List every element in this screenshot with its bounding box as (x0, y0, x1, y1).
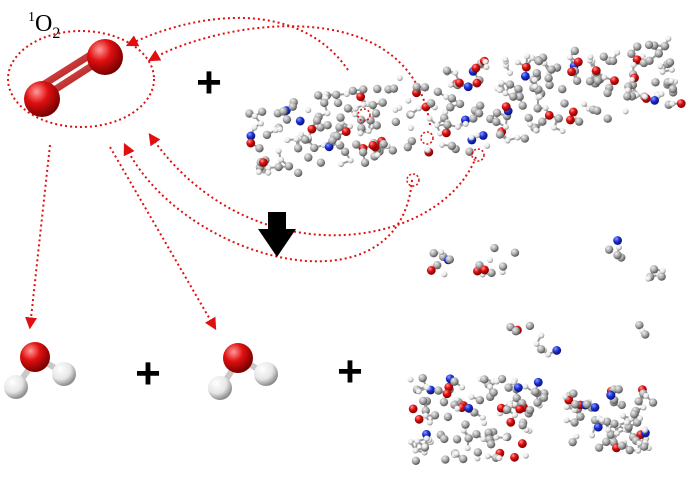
plus-sign-2: + (135, 349, 161, 398)
highlight-site-2 (420, 131, 434, 145)
fragment-cluster-icon (407, 236, 666, 466)
singlet-oxygen-molecule-icon (24, 39, 123, 117)
label-subscript: 2 (52, 25, 60, 42)
highlight-site-4 (406, 173, 420, 187)
dotted-arrow-water-1 (25, 144, 51, 330)
peptide-molecule-icon (245, 35, 686, 178)
dotted-arrow-top-2 (147, 25, 431, 126)
dotted-arrow-top-1 (125, 16, 349, 71)
plus-sign-3: + (337, 347, 363, 396)
oxygen-highlight-ellipse (7, 30, 155, 128)
label-superscript: 1 (28, 10, 35, 25)
water-molecule-icon-1 (4, 342, 76, 399)
label-species: O (35, 11, 52, 37)
reaction-arrow-icon (258, 212, 296, 257)
dotted-arrow-return-1 (148, 133, 477, 237)
dotted-arrow-water-2 (109, 146, 217, 331)
water-molecule-icon-2 (208, 343, 278, 400)
dotted-arrow-return-2 (123, 142, 413, 263)
singlet-oxygen-label: 1O2 (28, 10, 60, 42)
highlight-site-3 (471, 148, 485, 162)
highlight-site-1 (357, 108, 371, 122)
plus-sign-1: + (196, 58, 222, 107)
